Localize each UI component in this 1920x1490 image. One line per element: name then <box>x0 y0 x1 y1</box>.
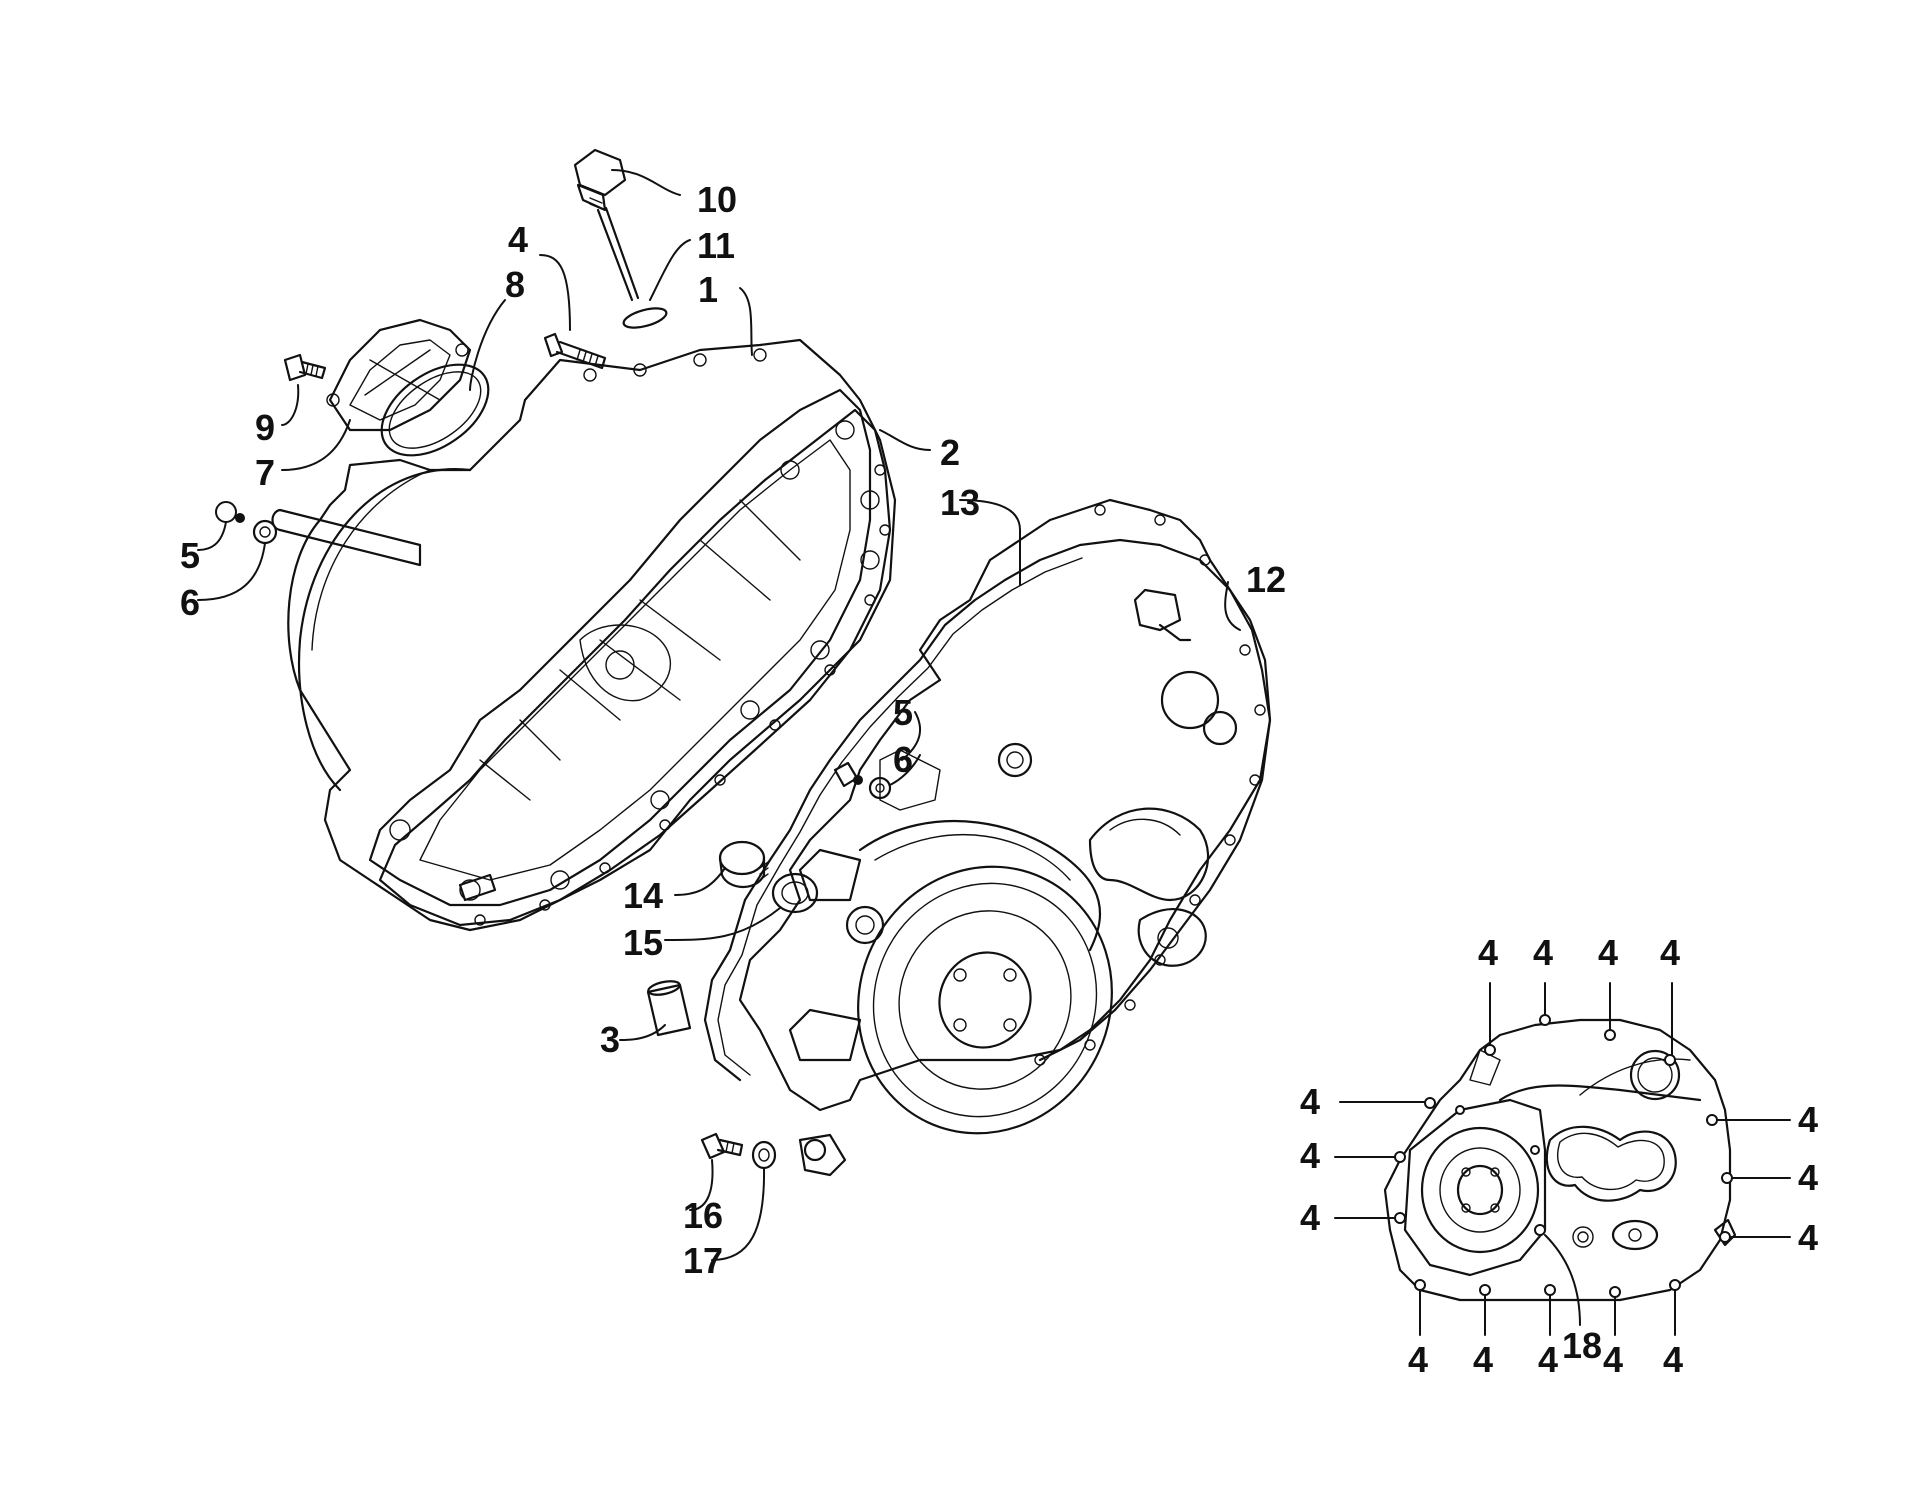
dipstick <box>573 148 668 329</box>
case-gasket <box>378 408 892 927</box>
callout-5-left: 5 <box>180 535 200 576</box>
filter-plug <box>718 840 819 914</box>
callout-labels: 10 11 4 8 1 9 7 2 13 12 5 6 5 6 14 15 3 … <box>180 179 1818 1380</box>
callout-4-inset-6: 4 <box>1300 1135 1320 1176</box>
callout-12: 12 <box>1246 559 1286 600</box>
callout-4-inset-8: 4 <box>1798 1099 1818 1140</box>
callout-4-inset-10: 4 <box>1798 1217 1818 1258</box>
callout-4-inset-15: 4 <box>1663 1339 1683 1380</box>
left-case-cover <box>271 338 897 932</box>
callout-6-left: 6 <box>180 582 200 623</box>
callout-3: 3 <box>600 1019 620 1060</box>
callout-1: 1 <box>698 269 718 310</box>
callout-2: 2 <box>940 432 960 473</box>
callout-4-inset-14: 4 <box>1603 1339 1623 1380</box>
callout-4-inset-12: 4 <box>1473 1339 1493 1380</box>
callout-8: 8 <box>505 264 525 305</box>
right-crankcase <box>738 498 1272 1177</box>
inset-cover-view <box>1383 1014 1737 1302</box>
callout-4-inset-5: 4 <box>1300 1081 1320 1122</box>
callout-11: 11 <box>697 225 735 266</box>
callout-15: 15 <box>623 922 663 963</box>
callout-13: 13 <box>940 482 980 523</box>
callout-14: 14 <box>623 875 663 916</box>
callout-4-inset-1: 4 <box>1478 932 1498 973</box>
right-case-gasket <box>703 538 1272 1082</box>
case-bolt <box>543 332 607 370</box>
callout-10: 10 <box>697 179 737 220</box>
drain-bolt <box>700 1132 777 1170</box>
callout-4-inset-2: 4 <box>1533 932 1553 973</box>
callout-4-inset-4: 4 <box>1660 932 1680 973</box>
callout-7: 7 <box>255 452 275 493</box>
dowel-pin <box>646 980 692 1037</box>
callout-4-inset-9: 4 <box>1798 1157 1818 1198</box>
callout-4-inset-3: 4 <box>1598 932 1618 973</box>
callout-4-top: 4 <box>508 219 528 260</box>
callout-6-right: 6 <box>893 739 913 780</box>
callout-4-inset-13: 4 <box>1538 1339 1558 1380</box>
callout-17: 17 <box>683 1240 723 1281</box>
callout-4-inset-7: 4 <box>1300 1197 1320 1238</box>
drain-plug-right <box>833 761 892 800</box>
callout-9: 9 <box>255 407 275 448</box>
callout-5-right: 5 <box>893 692 913 733</box>
cover-bolt <box>283 353 327 382</box>
inspection-cover <box>326 318 472 432</box>
leader-lines <box>197 169 1791 1336</box>
callout-18: 18 <box>1562 1325 1602 1366</box>
callout-4-inset-11: 4 <box>1408 1339 1428 1380</box>
callout-16: 16 <box>683 1195 723 1236</box>
o-ring <box>380 363 490 457</box>
